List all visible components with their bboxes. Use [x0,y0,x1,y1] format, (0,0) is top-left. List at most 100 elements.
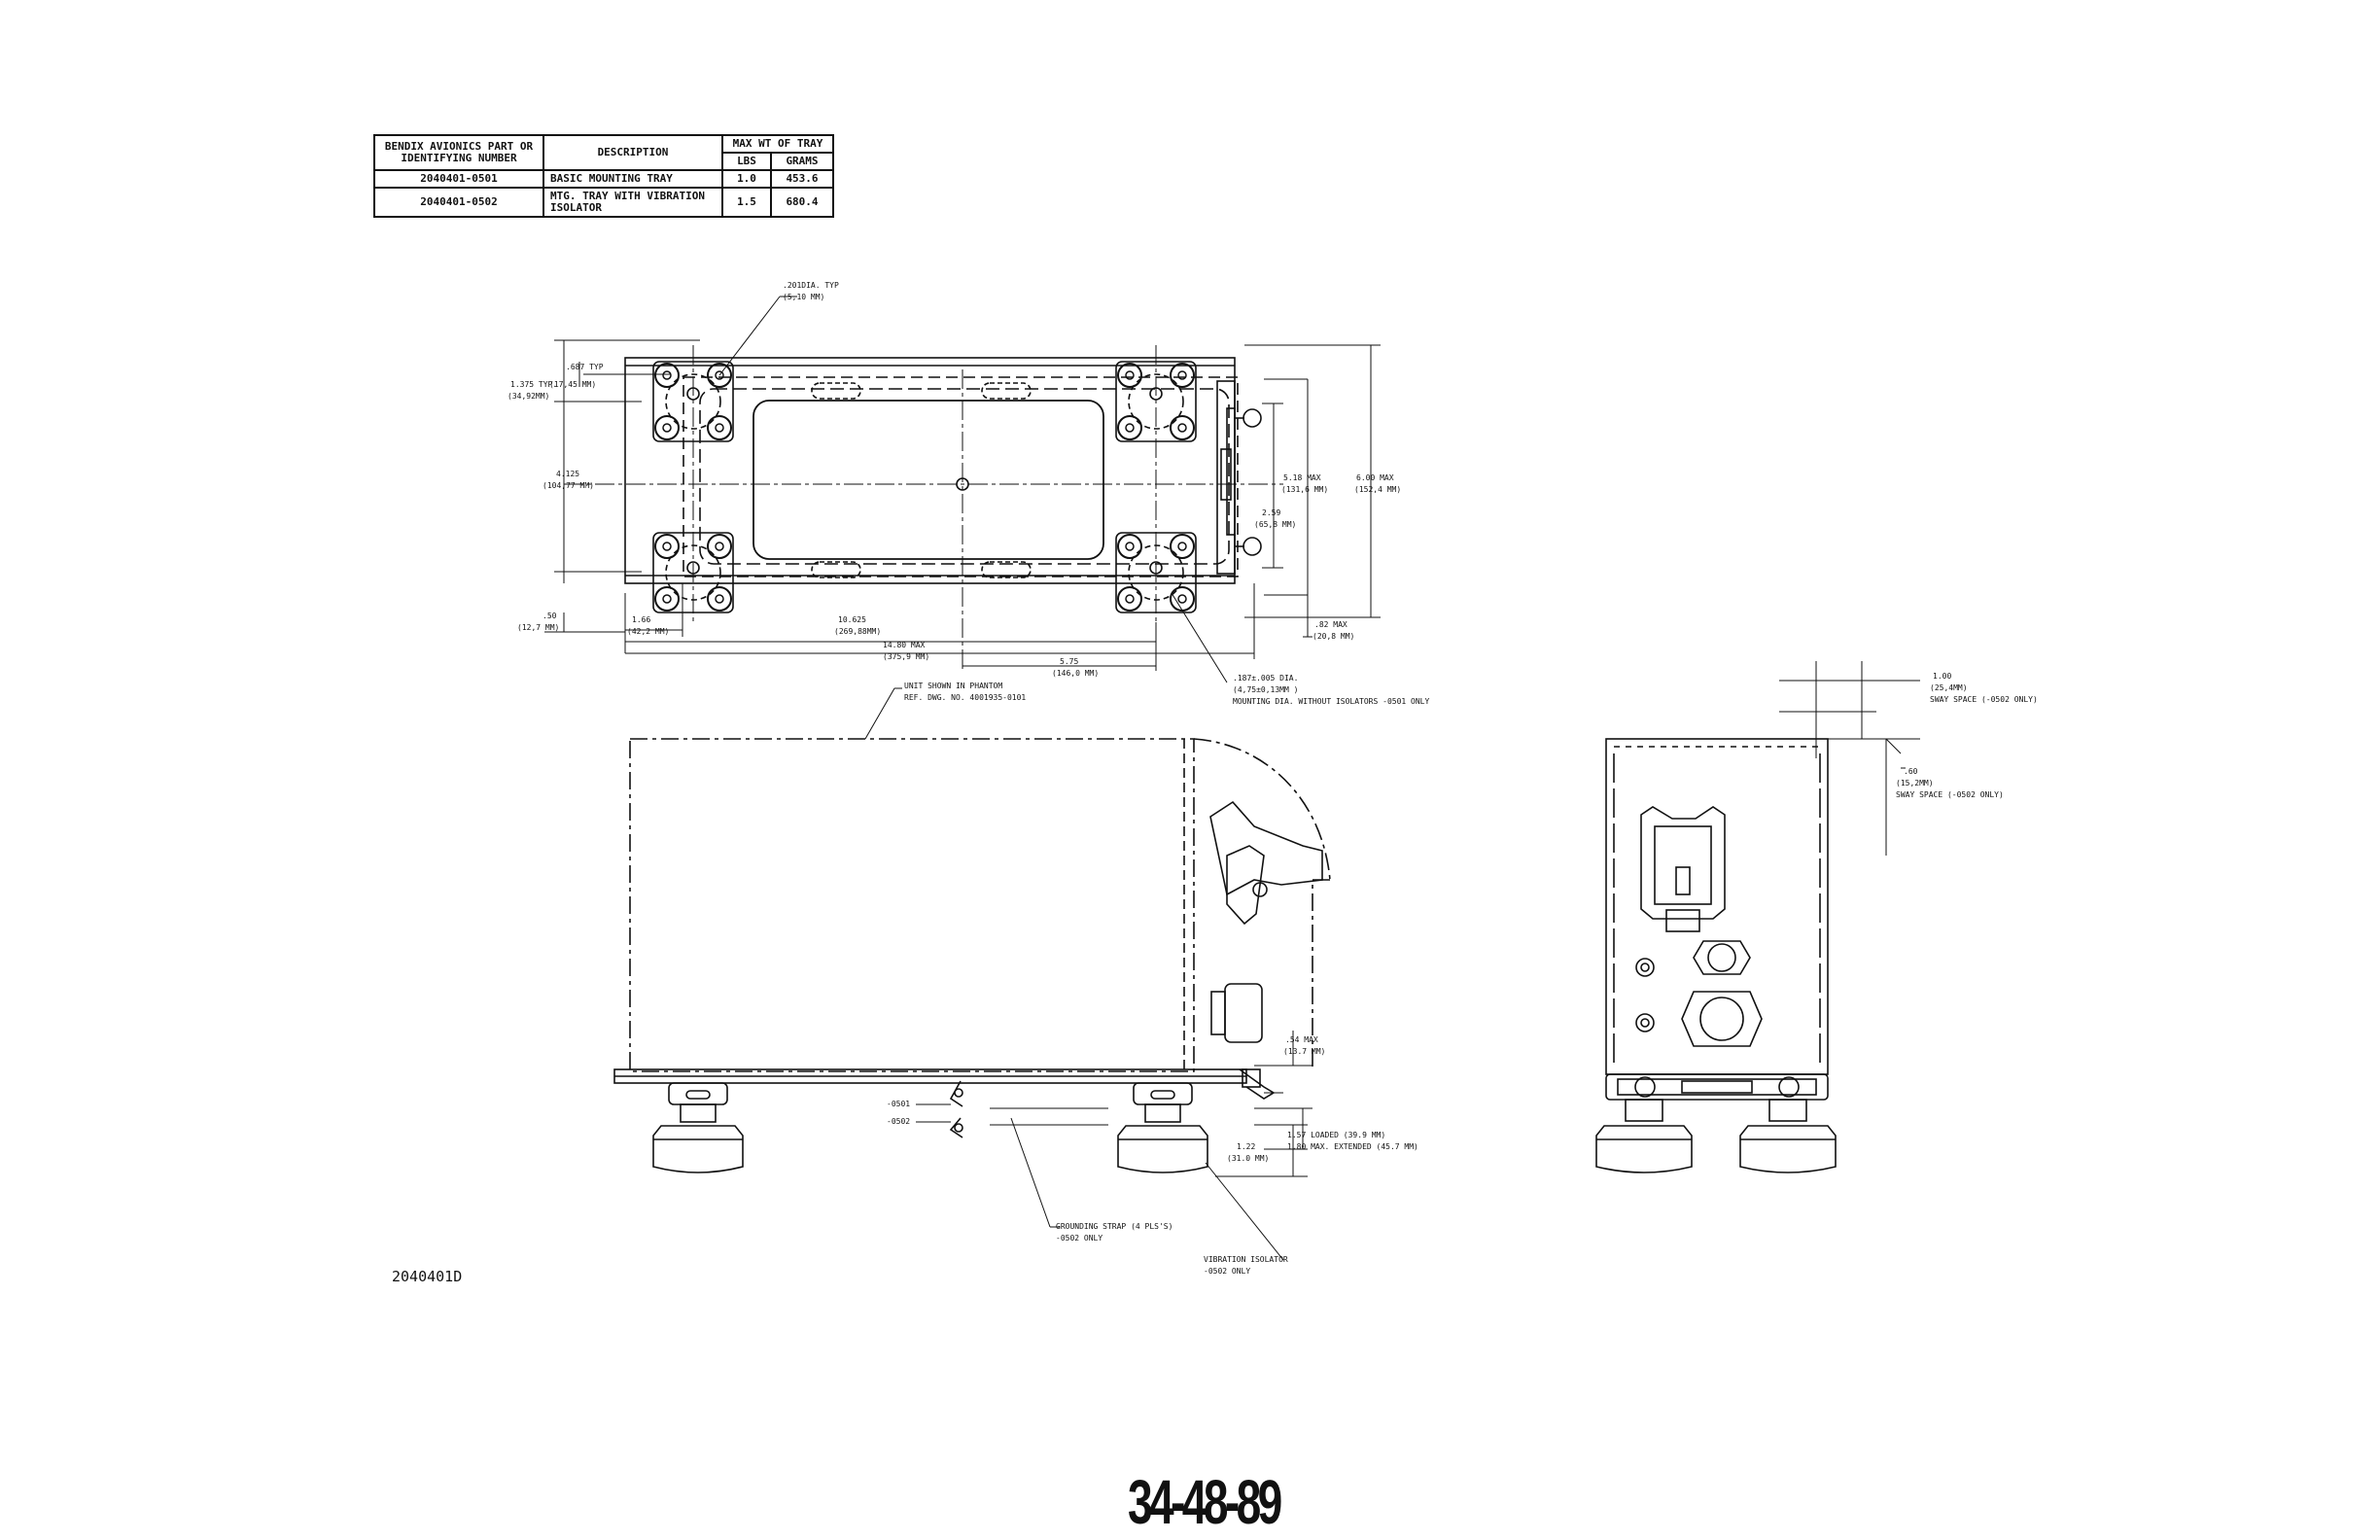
label-82-mm: (20,8 MM) [1312,632,1354,641]
end-connector-small [1693,940,1751,975]
cell-grams: 453.6 [770,169,834,189]
label-phantom-note: UNIT SHOWN IN PHANTOM [904,682,1002,690]
label-60: .60 [1904,767,1918,776]
side-isolator-left [652,1103,744,1173]
cell-lbs: 1.0 [721,169,772,189]
label-100: 1.00 [1933,672,1951,681]
label-isolator-note: VIBRATION ISOLATOR [1204,1255,1288,1264]
end-isolator-right [1739,1099,1837,1173]
tray-window [752,400,1104,560]
tray-end-flange [1216,380,1236,575]
label-1480-mm: (375,9 MM) [883,652,929,661]
side-view [613,687,1331,1261]
label-687-mm: (17,45 MM) [549,380,596,389]
grounding-strap-0502 [949,1117,963,1138]
label-600: 6.00 MAX [1356,473,1394,482]
parts-table: BENDIX AVIONICS PART OR IDENTIFYING NUMB… [373,134,834,218]
top-view [544,296,1381,683]
end-latch [1640,806,1726,920]
header-part-number: BENDIX AVIONICS PART OR IDENTIFYING NUMB… [373,134,544,171]
end-view [1595,661,1920,1173]
label-259: 2.59 [1262,508,1280,517]
end-knob-top [1635,958,1655,977]
side-view-labels: UNIT SHOWN IN PHANTOM REF. DWG. NO. 4001… [887,682,1418,1276]
label-575: 5.75 [1060,657,1078,666]
label-1480: 14.80 MAX [883,641,926,649]
label-122-mm: (31.0 MM) [1227,1154,1269,1163]
label-259-mm: (65,8 MM) [1254,520,1296,529]
grounding-strap-0501 [949,1080,963,1107]
label-166-mm: (42,2 MM) [627,627,669,636]
label-10625: 10.625 [838,615,866,624]
label-157: 1.57 LOADED (39.9 MM) [1287,1131,1385,1139]
label-4125-mm: (104,77 MM) [542,481,594,490]
label-0501: -0501 [887,1100,910,1108]
label-518-mm: (131,6 MM) [1281,485,1328,494]
page-number: 34-48-89 [1128,1467,1282,1537]
label-575-mm: (146,0 MM) [1052,669,1099,678]
end-isolator-left [1595,1099,1693,1173]
front-knob-top [1242,408,1262,428]
table-row: 2040401-0502 MTG. TRAY WITH VIBRATION IS… [373,187,834,218]
label-0502: -0502 [887,1117,910,1126]
end-tray-base [1605,1073,1829,1101]
label-82: .82 MAX [1314,620,1348,629]
cell-part: 2040401-0502 [373,187,544,218]
header-description: DESCRIPTION [542,134,723,171]
label-100-mm: (25,4MM) [1930,683,1968,692]
label-hole-dia: .201DIA. TYP [783,281,839,290]
label-180: 1.80 MAX. EXTENDED (45.7 MM) [1287,1142,1418,1151]
side-mount-block-left [668,1082,728,1105]
phantom-unit-body [629,738,1195,1072]
end-unit-body [1605,738,1829,1075]
header-lbs: LBS [721,152,772,171]
label-10625-mm: (269,88MM) [834,627,881,636]
end-knob-bottom [1635,1013,1655,1032]
cell-description: BASIC MOUNTING TRAY [542,169,723,189]
phantom-frame [682,376,1239,578]
label-60-mm: (15,2MM) [1896,779,1934,788]
label-518: 5.18 MAX [1283,473,1321,482]
label-50: .50 [542,612,557,620]
label-1375-mm: (34,92MM) [508,392,549,401]
label-50-mm: (12,7 MM) [517,623,559,632]
table-row: 2040401-0501 BASIC MOUNTING TRAY 1.0 453… [373,169,834,189]
cell-grams: 680.4 [770,187,834,218]
label-54: .54 MAX [1285,1035,1318,1044]
header-grams: GRAMS [770,152,834,171]
end-view-labels: 1.00 (25,4MM) SWAY SPACE (-0502 ONLY) .6… [1896,672,2038,799]
label-mount-dia: .187±.005 DIA. [1233,674,1298,682]
table-subheader-row: LBS GRAMS [374,152,834,171]
label-sway-100: SWAY SPACE (-0502 ONLY) [1930,695,2038,704]
front-knob-bottom [1242,537,1262,556]
label-mount-dia-mm: (4,75±0,13MM ) [1233,685,1298,694]
header-max-weight: MAX WT OF TRAY [721,134,834,154]
front-handle [1209,800,1323,896]
cell-lbs: 1.5 [721,187,772,218]
label-isolator-sub: -0502 ONLY [1204,1267,1250,1276]
label-122: 1.22 [1237,1142,1255,1151]
cell-description: MTG. TRAY WITH VIBRATION ISOLATOR [542,187,723,218]
top-view-labels: .201DIA. TYP (5,10 MM) .687 TYP 1.375 TY… [508,281,1429,706]
label-hole-dia-mm: (5,10 MM) [783,293,824,301]
label-sway-60: SWAY SPACE (-0502 ONLY) [1896,790,2004,799]
label-54-mm: (13.7 MM) [1283,1047,1325,1056]
drawing-number: 2040401D [392,1268,463,1285]
end-connector-large [1681,991,1763,1047]
label-mount-note: MOUNTING DIA. WITHOUT ISOLATORS -0501 ON… [1233,697,1429,706]
label-strap-note: GROUNDING STRAP (4 PLS'S) [1056,1222,1172,1231]
label-strap-sub: -0502 ONLY [1056,1234,1102,1242]
label-600-mm: (152,4 MM) [1354,485,1401,494]
side-mount-block-right [1133,1082,1193,1105]
label-166: 1.66 [632,615,650,624]
label-687: .687 TYP [566,363,604,371]
table-header-row: BENDIX AVIONICS PART OR IDENTIFYING NUMB… [373,134,834,171]
front-connector [1224,983,1263,1043]
side-isolator-right [1117,1103,1208,1173]
label-4125: 4.125 [556,470,579,478]
cell-part: 2040401-0501 [373,169,544,189]
label-1375: 1.375 TYP. [510,380,557,389]
latch-slot [1220,448,1232,501]
label-phantom-ref: REF. DWG. NO. 4001935-0101 [904,693,1026,702]
